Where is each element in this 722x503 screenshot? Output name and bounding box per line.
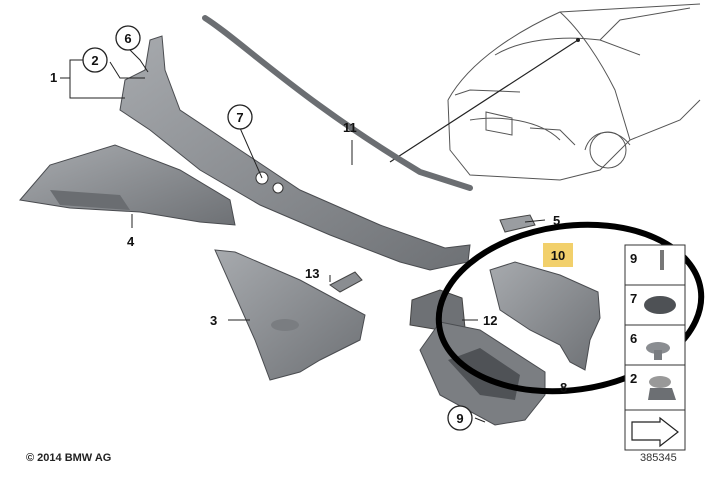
callout-6: 6	[115, 25, 141, 51]
svg-text:1: 1	[50, 70, 57, 85]
part-10-cover	[489, 261, 601, 371]
arrow-icon	[631, 416, 679, 448]
svg-text:5: 5	[553, 213, 560, 228]
svg-text:6: 6	[124, 31, 131, 46]
svg-text:8: 8	[560, 380, 567, 395]
leader-lines	[60, 47, 546, 423]
callout-7: 7	[227, 104, 253, 130]
callout-1: 1	[50, 70, 57, 85]
leader-11-car	[389, 39, 579, 163]
callout-13: 13	[305, 266, 319, 281]
callout-9: 9	[447, 405, 473, 431]
callout-10: 10	[543, 243, 573, 267]
legend-label-6: 6	[630, 331, 637, 346]
part-1-cowl-panel	[119, 35, 471, 271]
reference-number: 385345	[640, 452, 677, 464]
svg-text:12: 12	[483, 313, 497, 328]
svg-text:11: 11	[343, 120, 357, 135]
callout-11: 11	[343, 120, 357, 135]
svg-text:10: 10	[551, 248, 565, 263]
car-outline	[447, 3, 701, 181]
callout-2: 2	[82, 47, 108, 73]
callout-8: 8	[560, 380, 567, 395]
fastener-legend: 9 7 6 2	[624, 244, 686, 451]
part-13-bracket	[329, 271, 363, 293]
svg-text:9: 9	[456, 411, 463, 426]
svg-text:3: 3	[210, 313, 217, 328]
legend-label-2: 2	[630, 371, 637, 386]
legend-label-9: 9	[630, 251, 637, 266]
part-11-seal	[202, 15, 473, 191]
legend-label-7: 7	[630, 291, 637, 306]
callout-4: 4	[127, 234, 135, 249]
svg-text:7: 7	[236, 110, 243, 125]
callout-3: 3	[210, 313, 217, 328]
part-5-piece	[499, 214, 536, 233]
copyright-text: © 2014 BMW AG	[26, 452, 112, 464]
svg-text:13: 13	[305, 266, 319, 281]
svg-text:4: 4	[127, 234, 135, 249]
callout-5: 5	[553, 213, 560, 228]
svg-text:2: 2	[91, 53, 98, 68]
part-3-panel	[214, 249, 366, 381]
callout-12: 12	[483, 313, 497, 328]
highlight-ellipse	[435, 221, 705, 395]
